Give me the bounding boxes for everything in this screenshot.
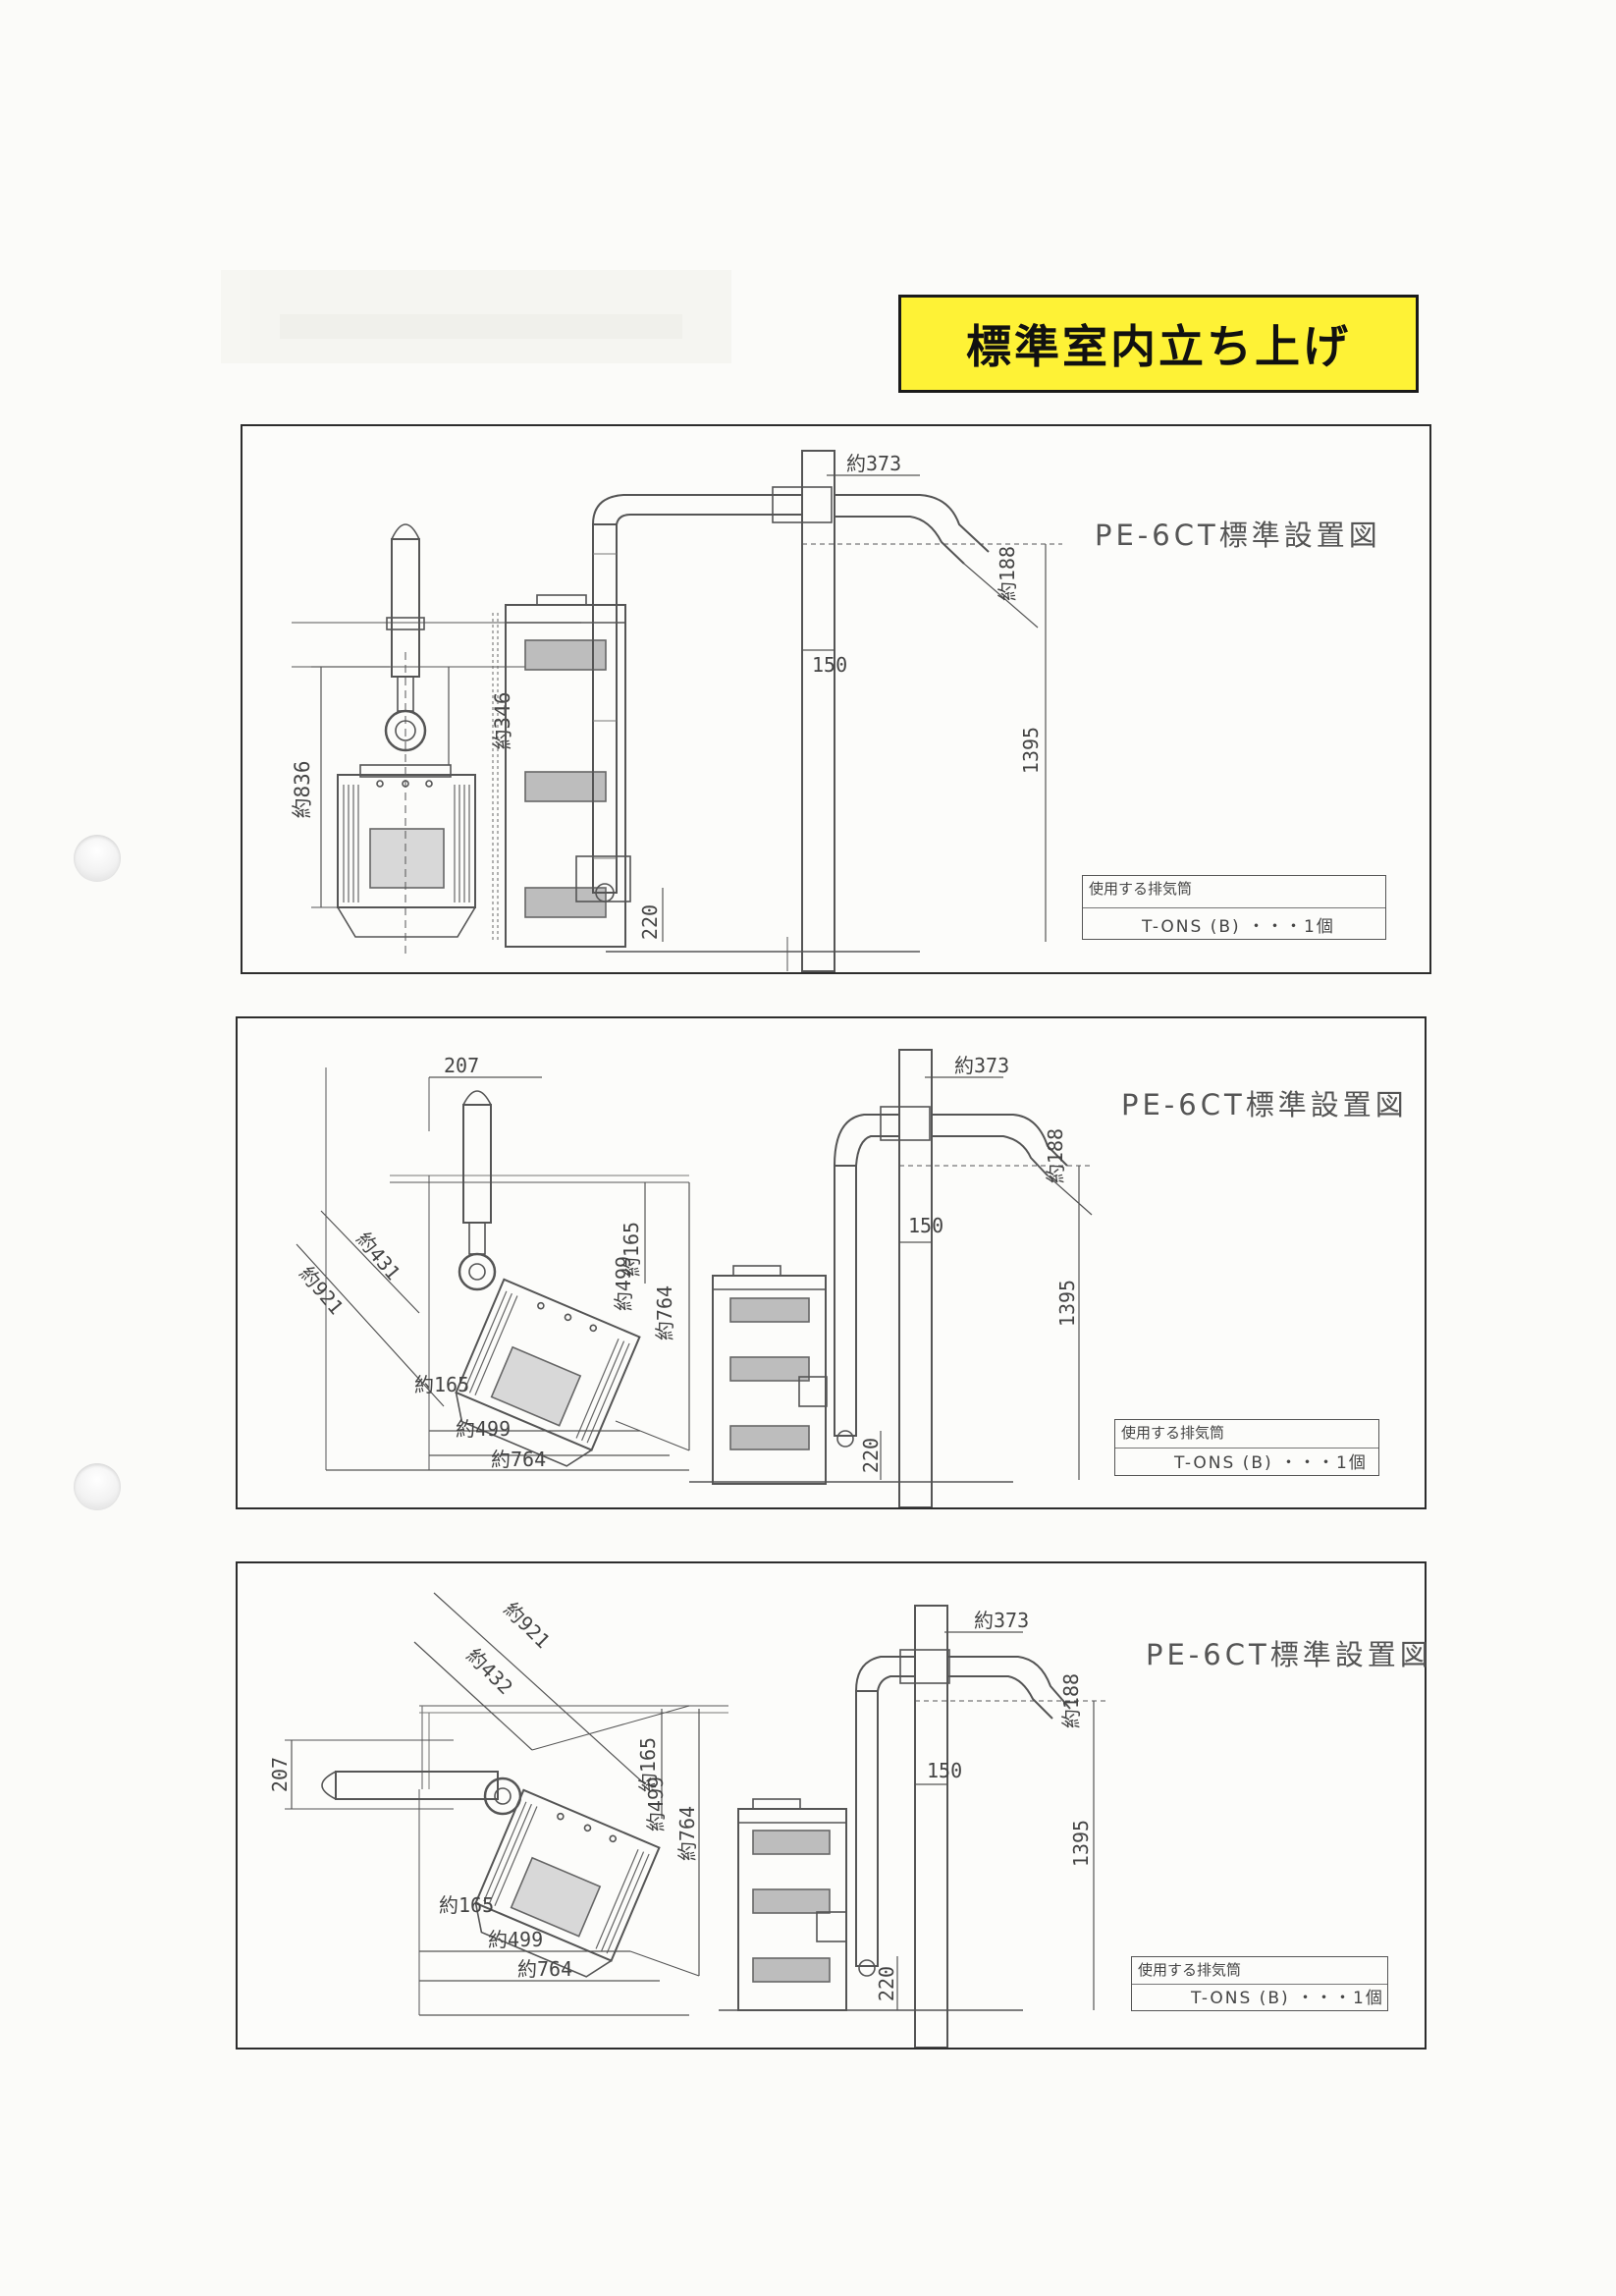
top-view-angled xyxy=(296,1067,690,1471)
faded-stamp xyxy=(221,270,731,363)
punch-hole xyxy=(74,835,121,882)
dim-label: 約836 xyxy=(291,761,314,819)
dim-label: 220 xyxy=(875,1966,898,2001)
vent-pipe-table: 使用する排気筒 T-ONS (B) ・・・1個 xyxy=(1131,1956,1388,2011)
vent-value: T-ONS (B) ・・・1個 xyxy=(1191,1989,1384,2008)
dim-label: 1395 xyxy=(1055,1280,1079,1327)
dim-label: 約188 xyxy=(996,546,1019,601)
dim-label: 約165 xyxy=(636,1737,660,1792)
dim-label: 約373 xyxy=(954,1054,1009,1077)
top-view xyxy=(292,523,581,957)
dim-label: 約921 xyxy=(295,1262,348,1319)
vent-label: 使用する排気筒 xyxy=(1089,880,1193,898)
dim-label: 約764 xyxy=(491,1448,546,1471)
vent-pipe-table: 使用する排気筒 T-ONS (B) ・・・1個 xyxy=(1114,1419,1379,1476)
vent-label: 使用する排気筒 xyxy=(1121,1424,1225,1442)
diagram-drawing-3: 約921 約432 207 約165 約499 約764 約165 約499 約… xyxy=(268,1592,1106,2048)
dim-label: 約764 xyxy=(675,1806,699,1861)
dim-label: 150 xyxy=(812,653,847,677)
dim-label: 1395 xyxy=(1069,1820,1093,1867)
dim-label: 約165 xyxy=(619,1222,643,1277)
diagram-drawing-2: 207 約431 約921 約165 約499 約764 約165 約499 約… xyxy=(295,1049,1093,1507)
table-divider xyxy=(1083,907,1385,908)
dim-label: 150 xyxy=(908,1214,943,1237)
dim-label: 207 xyxy=(268,1757,292,1792)
dim-label: 約165 xyxy=(439,1893,494,1917)
dim-label: 約188 xyxy=(1044,1128,1067,1183)
vent-value: T-ONS (B) ・・・1個 xyxy=(1142,917,1335,937)
punch-hole xyxy=(74,1463,121,1510)
side-view xyxy=(689,1049,1093,1507)
vent-value: T-ONS (B) ・・・1個 xyxy=(1174,1453,1368,1473)
dim-label: 220 xyxy=(638,904,662,940)
installation-panel-1: 約346 約836 xyxy=(241,424,1431,974)
dim-label: 207 xyxy=(444,1054,479,1077)
dim-label: 約432 xyxy=(461,1644,517,1700)
table-divider xyxy=(1132,1984,1387,1985)
side-view xyxy=(492,450,1062,972)
dim-label: 約764 xyxy=(653,1285,676,1340)
dim-label: 約921 xyxy=(499,1598,555,1654)
dim-label: 約499 xyxy=(456,1417,511,1441)
side-view xyxy=(719,1605,1106,2048)
installation-panel-2: 207 約431 約921 約165 約499 約764 約165 約499 約… xyxy=(236,1016,1427,1509)
vent-label: 使用する排気筒 xyxy=(1138,1961,1242,1979)
dim-label: 約165 xyxy=(414,1373,469,1396)
panel-title: PE-6CT標準設置図 xyxy=(1146,1638,1432,1671)
faded-stamp-text xyxy=(280,314,682,339)
vent-pipe-table: 使用する排気筒 T-ONS (B) ・・・1個 xyxy=(1082,875,1386,940)
table-divider xyxy=(1115,1448,1378,1449)
dim-label: 約764 xyxy=(517,1957,572,1981)
panel-title: PE-6CT標準設置図 xyxy=(1095,519,1381,552)
dim-label: 約499 xyxy=(644,1777,668,1831)
dim-label: 1395 xyxy=(1019,727,1043,774)
dim-label: 約373 xyxy=(974,1609,1029,1632)
dim-label: 約431 xyxy=(351,1228,404,1285)
dim-label: 150 xyxy=(927,1759,962,1782)
dim-label: 約346 xyxy=(491,692,514,750)
dim-label: 約373 xyxy=(846,452,901,475)
top-view-wall-exit xyxy=(285,1592,728,2016)
dim-label: 220 xyxy=(859,1438,883,1473)
dim-label: 約188 xyxy=(1059,1673,1083,1728)
diagram-drawing-1: 約346 約836 xyxy=(291,450,1062,972)
dim-label: 約499 xyxy=(612,1256,635,1311)
panel-title: PE-6CT標準設置図 xyxy=(1121,1088,1408,1121)
page-title: 標準室内立ち上げ xyxy=(898,295,1419,393)
installation-panel-3: 約921 約432 207 約165 約499 約764 約165 約499 約… xyxy=(236,1561,1428,2050)
dim-label: 約499 xyxy=(488,1928,543,1951)
